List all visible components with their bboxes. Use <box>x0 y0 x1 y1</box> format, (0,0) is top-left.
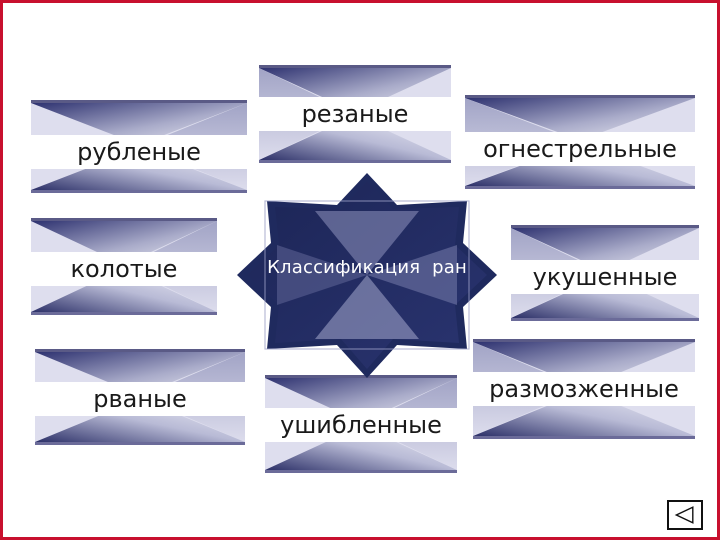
wound-label: колотые <box>31 252 217 286</box>
wound-label: огнестрельные <box>465 132 695 166</box>
triangle-left-icon <box>674 506 694 524</box>
wound-tile-cut: резаные <box>259 65 451 163</box>
wound-label: рубленые <box>31 135 247 169</box>
wound-tile-stab: колотые <box>31 218 217 315</box>
wound-label: размозженные <box>473 372 695 406</box>
wound-label: укушенные <box>511 260 699 294</box>
central-star: Классификация ран <box>237 173 497 378</box>
wound-tile-bite: укушенные <box>511 225 699 321</box>
wound-tile-gunshot: огнестрельные <box>465 95 695 189</box>
wound-tile-crushed: размозженные <box>473 339 695 439</box>
star-shape <box>237 173 497 378</box>
wound-label: резаные <box>259 97 451 131</box>
wound-label: ушибленные <box>261 408 461 442</box>
diagram-title: Классификация ран <box>267 257 467 278</box>
wound-tile-contused: ушибленные <box>261 375 461 473</box>
wound-label: рваные <box>35 382 245 416</box>
wound-tile-chopped: рубленые <box>31 100 247 193</box>
back-button[interactable] <box>667 500 703 530</box>
wound-tile-lacerated: рваные <box>35 349 245 445</box>
